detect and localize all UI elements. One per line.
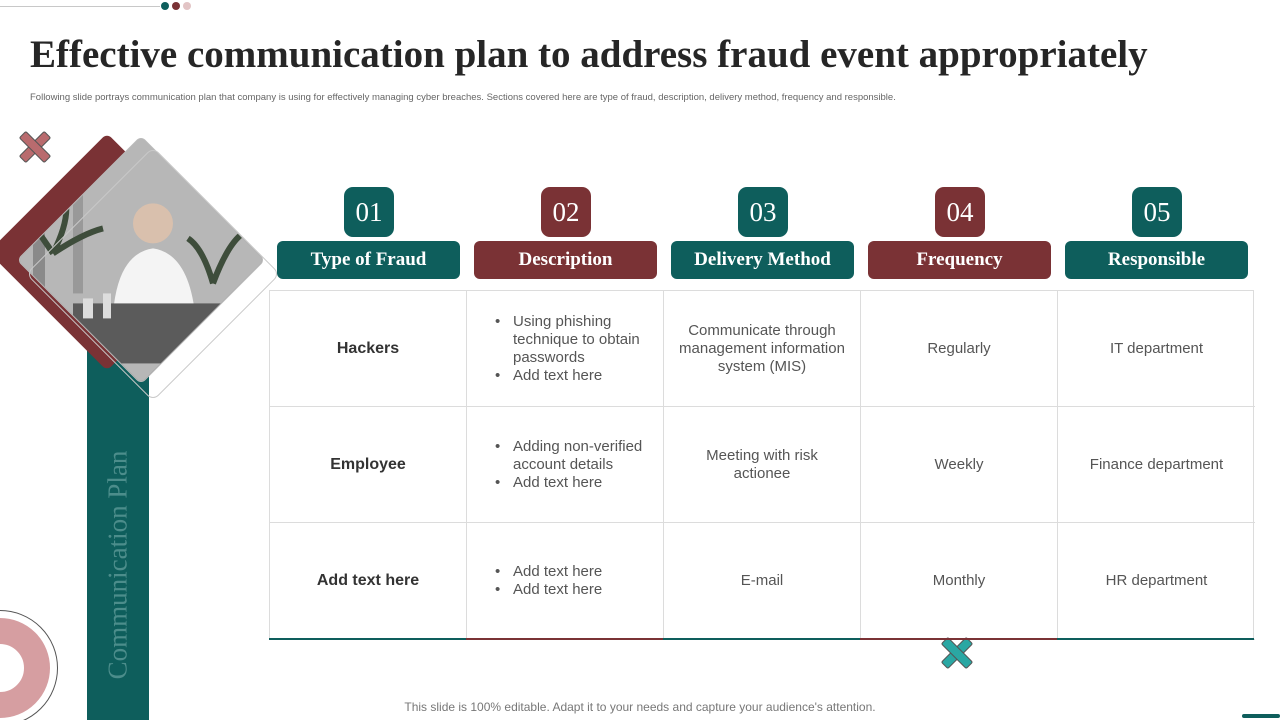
table-cell-responsible: HR department [1058, 523, 1255, 640]
footer-note: This slide is 100% editable. Adapt it to… [404, 700, 876, 714]
table-cell-frequency: Regularly [861, 291, 1058, 407]
column-number-01: 01 [344, 187, 394, 237]
table-underline [663, 638, 860, 640]
table-underline [269, 638, 466, 640]
table-cell-frequency: Monthly [861, 523, 1058, 640]
table-cell-delivery: Meeting with risk actionee [664, 407, 861, 523]
table-underline [466, 638, 663, 640]
table-cell-description: Adding non-verified account details Add … [467, 407, 664, 523]
slide-title: Effective communication plan to address … [30, 33, 1148, 76]
plan-table: Hackers Using phishing technique to obta… [269, 290, 1255, 640]
close-x-decor-icon [18, 130, 52, 164]
table-cell-description: Add text here Add text here [467, 523, 664, 640]
cross-x-decor-icon [940, 636, 974, 670]
list-item: Adding non-verified account details [495, 438, 651, 474]
side-bar [87, 330, 149, 720]
table-cell-frequency: Weekly [861, 407, 1058, 523]
decor-dot [161, 2, 169, 10]
list-item: Add text here [495, 581, 651, 599]
table-cell-type: Hackers [270, 291, 467, 407]
table-cell-delivery: E-mail [664, 523, 861, 640]
top-decor-dots [161, 2, 191, 10]
list-item: Using phishing technique to obtain passw… [495, 313, 651, 367]
column-number-02: 02 [541, 187, 591, 237]
table-underline [1057, 638, 1254, 640]
table-cell-type: Employee [270, 407, 467, 523]
decor-dot [172, 2, 180, 10]
column-number-03: 03 [738, 187, 788, 237]
slide-subtitle: Following slide portrays communication p… [30, 92, 896, 103]
corner-decor-line [1242, 714, 1280, 718]
column-header-type: Type of Fraud [277, 241, 460, 279]
column-header-responsible: Responsible [1065, 241, 1248, 279]
column-number-04: 04 [935, 187, 985, 237]
list-item: Add text here [495, 563, 651, 581]
top-decor-line [0, 6, 160, 7]
description-list: Using phishing technique to obtain passw… [479, 313, 651, 385]
column-header-description: Description [474, 241, 657, 279]
table-cell-description: Using phishing technique to obtain passw… [467, 291, 664, 407]
table-cell-responsible: IT department [1058, 291, 1255, 407]
description-list: Add text here Add text here [479, 563, 651, 599]
table-cell-type: Add text here [270, 523, 467, 640]
column-header-frequency: Frequency [868, 241, 1051, 279]
column-number-05: 05 [1132, 187, 1182, 237]
decor-dot [183, 2, 191, 10]
list-item: Add text here [495, 474, 651, 492]
column-header-delivery: Delivery Method [671, 241, 854, 279]
table-cell-delivery: Communicate through management informati… [664, 291, 861, 407]
side-label: Communication Plan [102, 450, 133, 680]
list-item: Add text here [495, 367, 651, 385]
table-cell-responsible: Finance department [1058, 407, 1255, 523]
description-list: Adding non-verified account details Add … [479, 438, 651, 492]
table-underline [860, 638, 1057, 640]
